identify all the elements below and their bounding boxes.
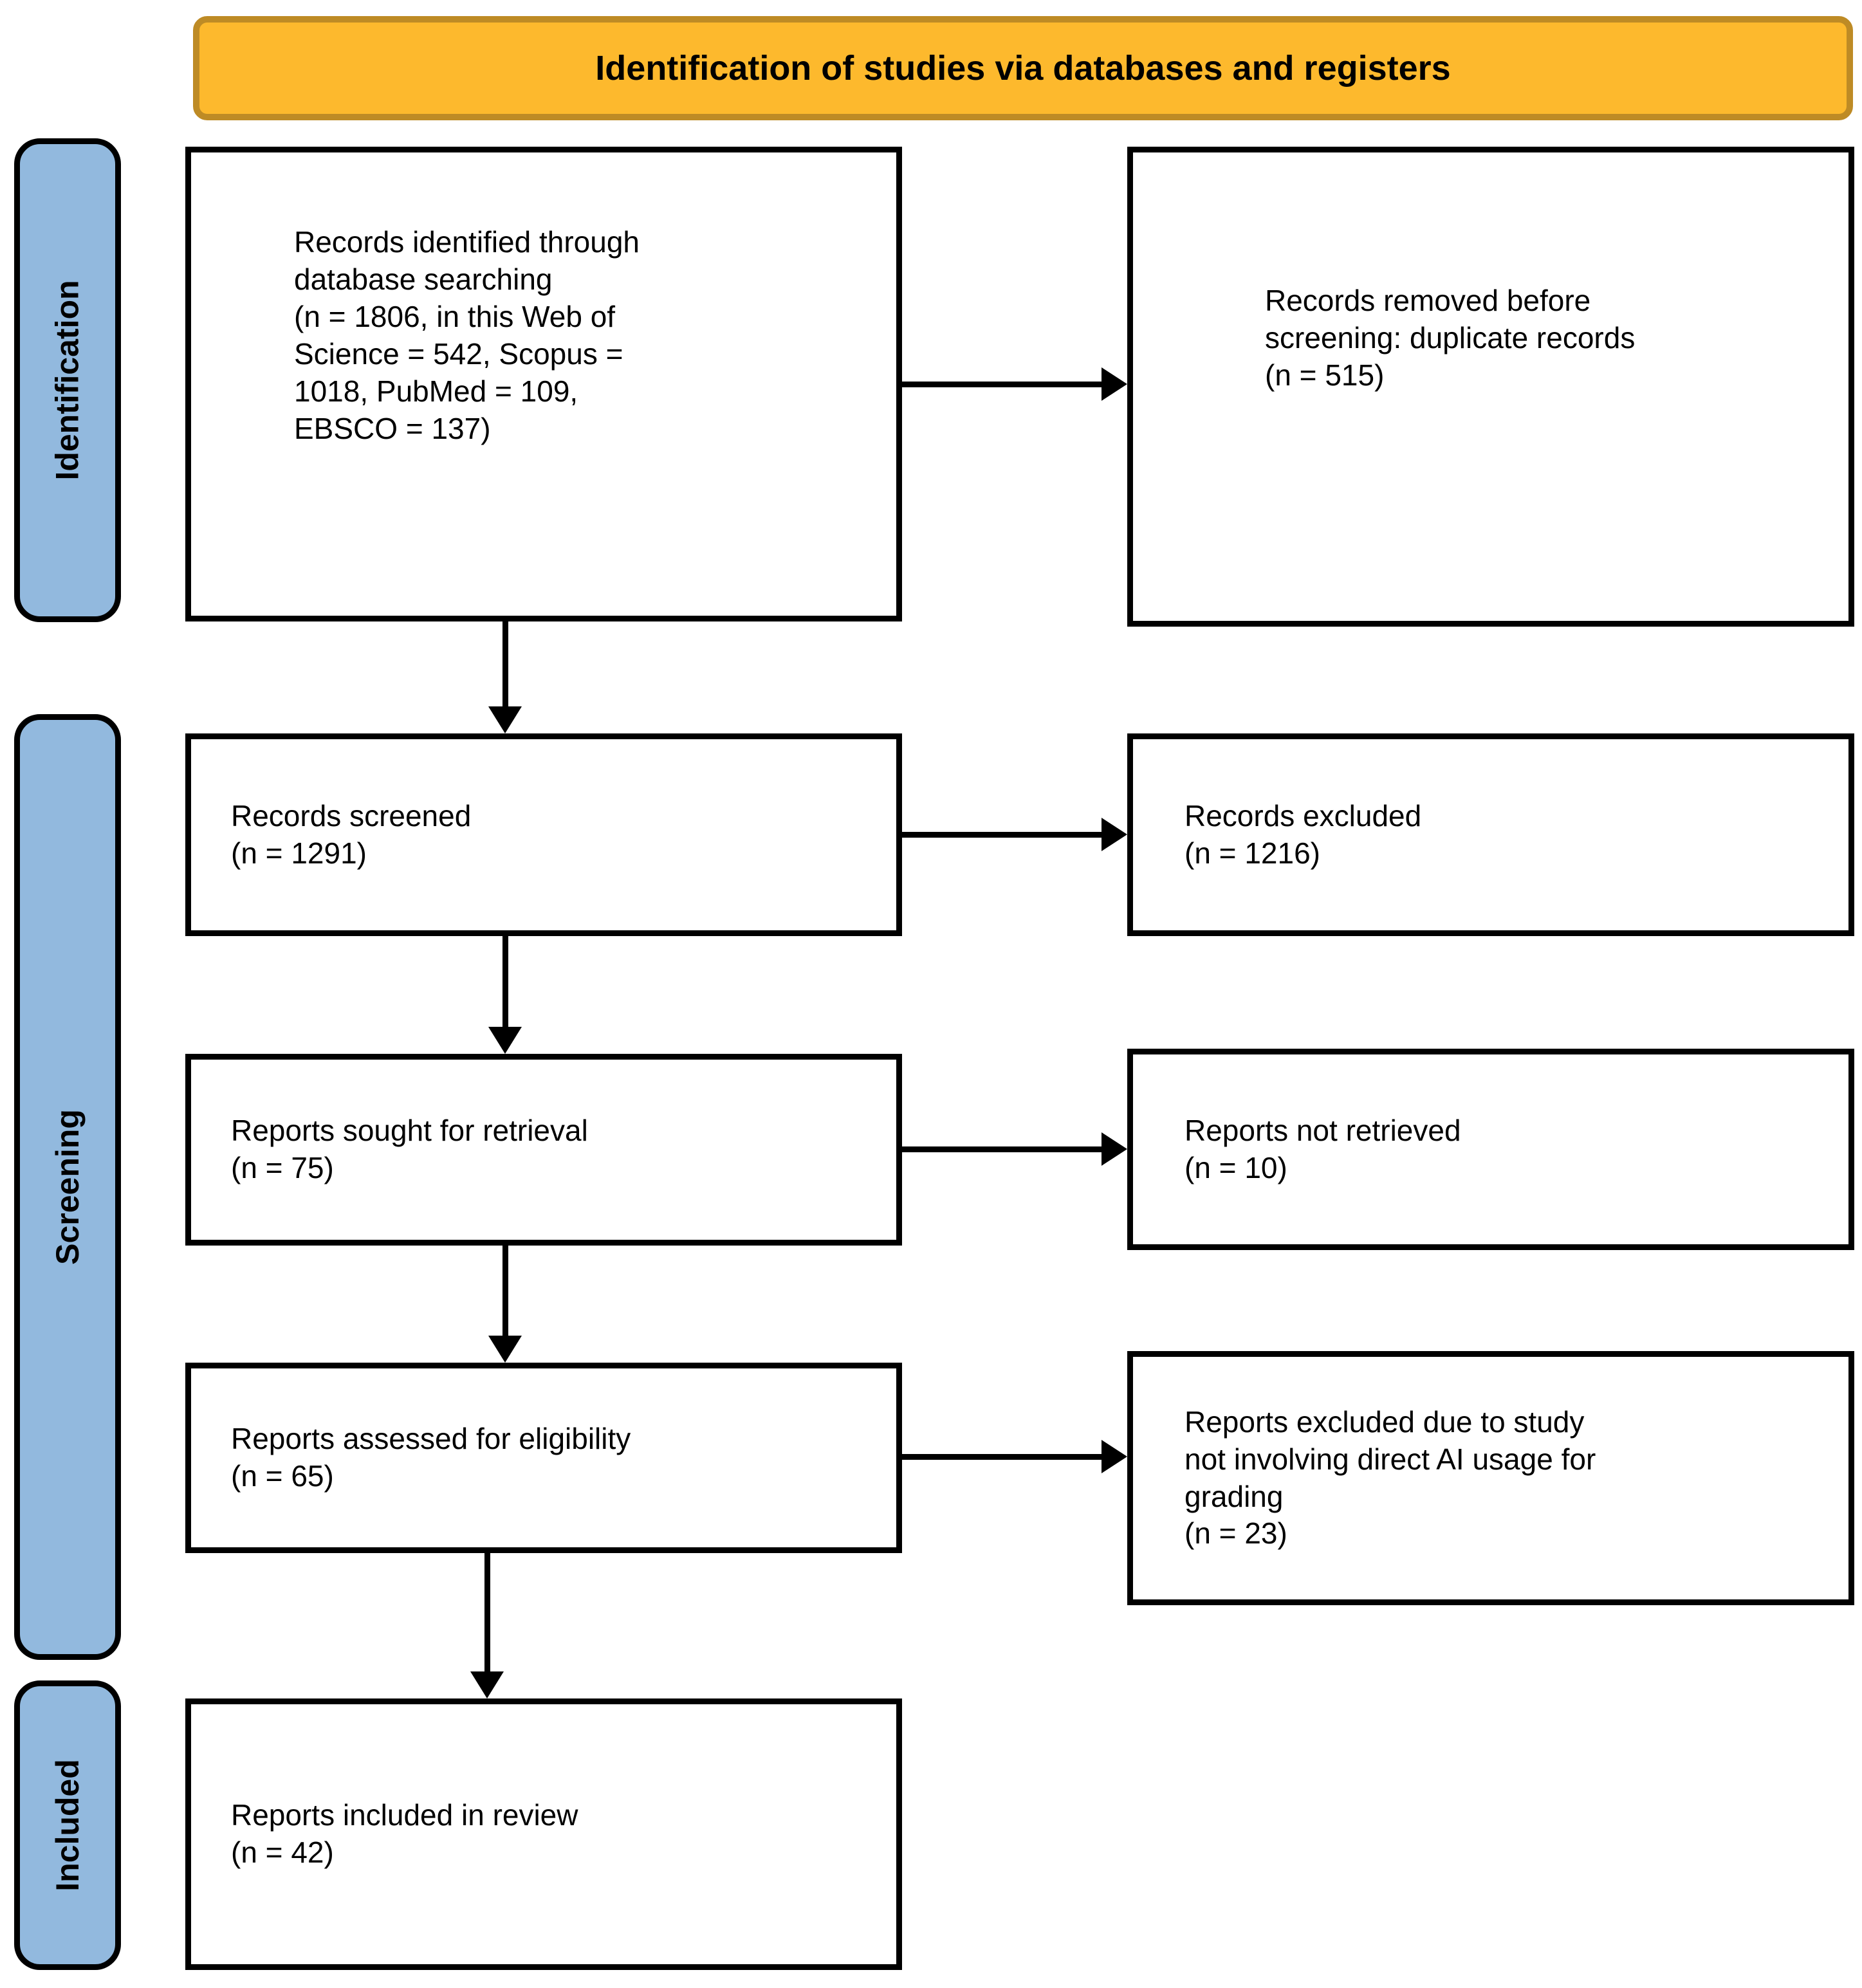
arrow-screened-to-excluded-line [902, 832, 1102, 838]
diagram-title: Identification of studies via databases … [595, 49, 1451, 87]
arrow-screened-to-sought-head-icon [488, 1027, 522, 1054]
box-reports-included: Reports included in review (n = 42) [185, 1698, 902, 1970]
arrow-identified-to-screened-head-icon [488, 706, 522, 733]
box-records-excluded-text: Records excluded (n = 1216) [1184, 798, 1422, 870]
box-records-screened-text: Records screened (n = 1291) [231, 798, 472, 870]
stage-label-included: Included [50, 1759, 86, 1891]
arrow-sought-to-not-retrieved-head-icon [1102, 1132, 1127, 1166]
box-reports-excluded-ai-text: Reports excluded due to study not involv… [1184, 1404, 1596, 1551]
box-reports-included-text: Reports included in review (n = 42) [231, 1798, 578, 1869]
box-reports-not-retrieved-text: Reports not retrieved (n = 10) [1184, 1113, 1461, 1184]
box-records-screened: Records screened (n = 1291) [185, 733, 902, 936]
box-reports-assessed-text: Reports assessed for eligibility (n = 65… [231, 1422, 631, 1493]
arrow-assessed-to-included-line [484, 1553, 490, 1674]
arrow-identified-to-removed-head-icon [1102, 367, 1127, 401]
stage-bar-screening: Screening [14, 714, 121, 1660]
stage-label-identification: Identification [50, 280, 86, 481]
box-records-removed: Records removed before screening: duplic… [1127, 147, 1854, 627]
box-reports-excluded-ai: Reports excluded due to study not involv… [1127, 1351, 1854, 1605]
arrow-screened-to-sought-line [502, 936, 508, 1029]
stage-bar-identification: Identification [14, 138, 121, 622]
stage-label-screening: Screening [50, 1109, 86, 1265]
arrow-sought-to-not-retrieved-line [902, 1146, 1102, 1152]
arrow-sought-to-assessed-line [502, 1246, 508, 1338]
arrow-identified-to-screened-line [502, 621, 508, 709]
arrow-assessed-to-excluded-line [902, 1454, 1102, 1460]
box-reports-not-retrieved: Reports not retrieved (n = 10) [1127, 1049, 1854, 1250]
arrow-assessed-to-excluded-head-icon [1102, 1440, 1127, 1473]
box-reports-assessed: Reports assessed for eligibility (n = 65… [185, 1363, 902, 1553]
arrow-identified-to-removed-line [902, 382, 1102, 387]
box-records-removed-text: Records removed before screening: duplic… [1265, 284, 1636, 392]
arrow-screened-to-excluded-head-icon [1102, 818, 1127, 851]
arrow-assessed-to-included-head-icon [470, 1671, 504, 1698]
box-records-identified: Records identified through database sear… [185, 147, 902, 621]
diagram-title-banner: Identification of studies via databases … [193, 16, 1853, 120]
arrow-sought-to-assessed-head-icon [488, 1336, 522, 1363]
box-reports-sought-text: Reports sought for retrieval (n = 75) [231, 1114, 588, 1184]
box-records-identified-text: Records identified through database sear… [294, 225, 640, 445]
box-records-excluded: Records excluded (n = 1216) [1127, 733, 1854, 936]
stage-bar-included: Included [14, 1680, 121, 1970]
box-reports-sought: Reports sought for retrieval (n = 75) [185, 1054, 902, 1246]
